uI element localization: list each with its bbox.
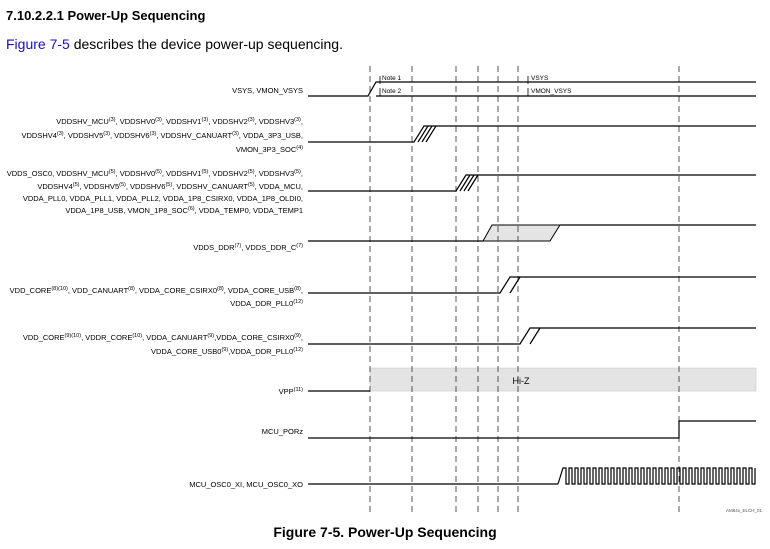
signal-label: VDDA_1P8_USB, VMON_1P8_SOC(6), VDDA_TEMP… <box>65 206 303 215</box>
signal-label: VDD_CORE(9)(10), VDDR_CORE(10), VDDA_CAN… <box>23 333 303 342</box>
signal-label: VDDA_CORE_USB0(9),VDDA_DDR_PLL0(12) <box>151 347 303 356</box>
signal-label: VDDS_OSC0, VDDSHV_MCU(5), VDDSHV0(5), VD… <box>7 169 303 178</box>
section-number: 7.10.2.2.1 <box>6 8 64 23</box>
core2-ramp <box>529 327 541 345</box>
intro-paragraph: Figure 7-5 describes the device power-up… <box>6 36 343 52</box>
timing-markers <box>369 66 680 512</box>
signal-label: VDDS_DDR(7), VDDS_DDR_C(7) <box>193 243 303 252</box>
figure-link[interactable]: Figure 7-5 <box>6 36 70 52</box>
group1-ramp <box>421 125 433 143</box>
core1-ramp <box>509 276 521 294</box>
signal-label: VPP(11) <box>279 387 304 396</box>
drawing-id: AM64x_ELCH_01 <box>726 508 763 513</box>
signal-label: MCU_OSC0_XI, MCU_OSC0_XO <box>189 480 303 489</box>
core2-waveform <box>308 327 756 345</box>
osc-clock-waveform <box>557 467 756 485</box>
vsys-annotation: VSYS <box>531 75 549 82</box>
signal-label: VDDSHV_MCU(3), VDDSHV0(3), VDDSHV1(3), V… <box>56 117 303 126</box>
ddr-transition-region <box>482 224 561 242</box>
signal-label: VDDA_DDR_PLL0(12) <box>230 299 303 308</box>
group2-ramp <box>459 174 471 192</box>
group2-ramp <box>463 174 475 192</box>
porz-waveform <box>308 420 756 439</box>
group1-waveform <box>308 125 756 143</box>
hiz-label: Hi-Z <box>513 376 530 386</box>
core1-waveform <box>308 276 756 294</box>
group2-waveform <box>308 174 756 192</box>
section-heading: 7.10.2.2.1 Power-Up Sequencing <box>6 8 205 23</box>
signal-label: VDDA_PLL0, VDDA_PLL1, VDDA_PLL2, VDDA_1P… <box>23 194 303 203</box>
signal-label: VDD_CORE(8)(10), VDD_CANUART(8), VDDA_CO… <box>10 286 303 295</box>
signal-label: VMON_3P3_SOC(4) <box>236 145 303 154</box>
note1-label: Note 1 <box>382 75 402 82</box>
vpp-hiz-region <box>369 367 757 392</box>
signal-label: VDDSHV4(5), VDDSHV5(5), VDDSHV6(5), VDDS… <box>37 182 303 191</box>
signal-label: MCU_PORz <box>262 427 304 436</box>
signal-label: VSYS, VMON_VSYS <box>232 86 303 95</box>
vmon-annotation: VMON_VSYS <box>531 88 572 95</box>
signal-label: VDDSHV4(3), VDDSHV5(3), VDDSHV6(3), VDDS… <box>21 131 303 140</box>
section-title: Power-Up Sequencing <box>67 8 206 23</box>
group1-ramp <box>425 125 437 143</box>
group2-ramp <box>467 174 479 192</box>
note2-label: Note 2 <box>382 88 402 95</box>
vsys-waveform <box>308 81 756 97</box>
group1-ramp <box>417 125 429 143</box>
waveforms <box>308 81 756 485</box>
intro-text: describes the device power-up sequencing… <box>69 36 343 52</box>
note-connectors <box>379 76 529 96</box>
figure-caption: Figure 7-5. Power-Up Sequencing <box>273 524 497 540</box>
